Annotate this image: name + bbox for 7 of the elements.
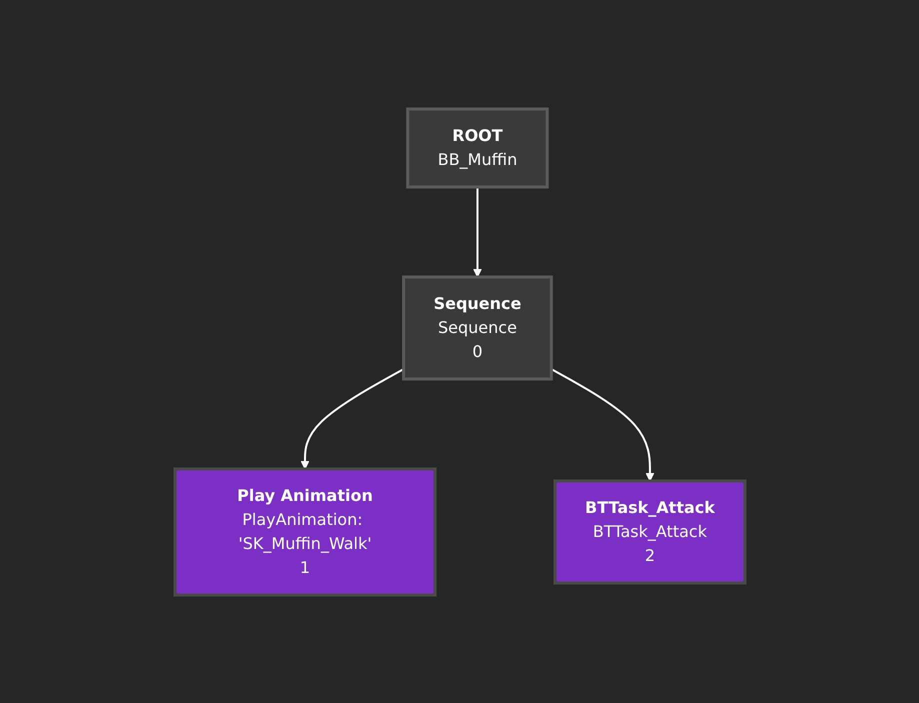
arrow	[472, 186, 482, 277]
node-box: Sequence Sequence 0	[402, 275, 552, 380]
node-box: ROOT BB_Muffin	[406, 107, 548, 188]
node-box: Play Animation PlayAnimation: 'SK_Muffin_Walk' 1	[173, 467, 436, 596]
arrow	[550, 368, 654, 481]
node-box: BTTask_Attack BTTask_Attack 2	[553, 479, 746, 584]
arrow	[300, 368, 404, 469]
